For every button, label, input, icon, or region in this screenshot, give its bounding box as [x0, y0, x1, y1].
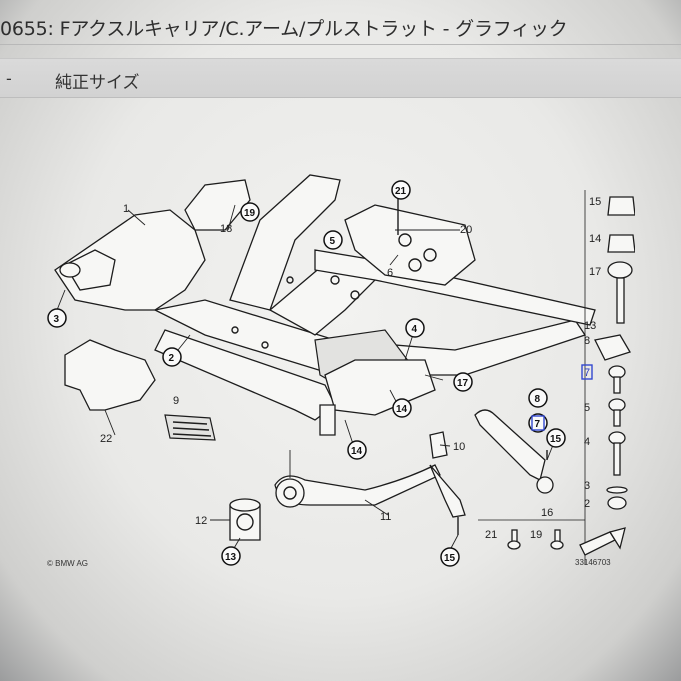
callout-20: 20 — [460, 224, 472, 236]
callout-14b[interactable]: 14 — [351, 446, 363, 457]
side-label-13: 13 — [584, 320, 596, 332]
side-label-4: 4 — [584, 436, 590, 448]
side-label-17: 17 — [589, 266, 601, 278]
side-label-7-highlight — [581, 364, 593, 380]
heat-shield — [184, 179, 251, 231]
callout-4[interactable]: 4 — [412, 324, 418, 335]
title-bar: 0655: Fアクスルキャリア/C.アーム/プルストラット - グラフィック — [0, 10, 681, 45]
circled-callouts: 3 2 5 19 21 4 17 14 14 8 7 15 13 15 — [47, 180, 566, 567]
side-label-15: 15 — [589, 196, 601, 208]
callout-8[interactable]: 8 — [535, 394, 541, 405]
axle-carrier-drawing — [54, 174, 596, 436]
hardware-sidebar — [478, 190, 635, 565]
callout-7[interactable]: 7 — [535, 419, 541, 430]
side-label-14: 14 — [589, 233, 601, 245]
callout-13[interactable]: 13 — [225, 552, 237, 563]
callout-3[interactable]: 3 — [54, 314, 60, 325]
callout-16: 16 — [541, 507, 553, 519]
pull-strut — [474, 409, 546, 481]
callout-5[interactable]: 5 — [330, 236, 336, 247]
callout-21[interactable]: 21 — [395, 186, 407, 197]
callout-17[interactable]: 17 — [457, 378, 469, 389]
side-label-3: 3 — [584, 480, 590, 492]
toolbar-dash: - — [6, 69, 12, 88]
bracket-plate — [344, 204, 476, 286]
callout-14a[interactable]: 14 — [396, 404, 408, 415]
bottom-label-19: 19 — [530, 529, 542, 541]
callout-12: 12 — [195, 515, 207, 527]
callout-6: 6 — [387, 267, 393, 279]
callout-15a[interactable]: 15 — [550, 434, 562, 445]
side-label-7[interactable]: 7 — [584, 367, 590, 379]
side-label-5: 5 — [584, 402, 590, 414]
copyright-note: © BMW AG — [47, 559, 88, 568]
callout-22: 22 — [100, 433, 112, 445]
original-size-button[interactable]: 純正サイズ — [55, 73, 140, 93]
callout-1: 1 — [123, 203, 129, 215]
side-label-8: 8 — [584, 335, 590, 347]
callout-9: 9 — [173, 395, 179, 407]
side-label-2: 2 — [584, 498, 590, 510]
callout-19[interactable]: 19 — [244, 208, 256, 219]
page-title: 0655: Fアクスルキャリア/C.アーム/プルストラット - グラフィック — [0, 18, 568, 40]
bushing-part — [429, 431, 448, 459]
callout-11: 11 — [380, 511, 391, 523]
callout-10: 10 — [453, 441, 465, 453]
callout-15b[interactable]: 15 — [444, 553, 456, 564]
bottom-label-21: 21 — [485, 529, 497, 541]
callout-2[interactable]: 2 — [169, 353, 175, 364]
callout-18: 18 — [220, 223, 232, 235]
drawing-number: 33146703 — [575, 558, 611, 567]
parts-diagram[interactable]: 1 18 20 6 9 10 11 12 16 22 3 2 5 19 21 4… — [35, 160, 635, 590]
toolbar: - 純正サイズ — [0, 58, 681, 98]
underbody-shield — [64, 339, 156, 411]
